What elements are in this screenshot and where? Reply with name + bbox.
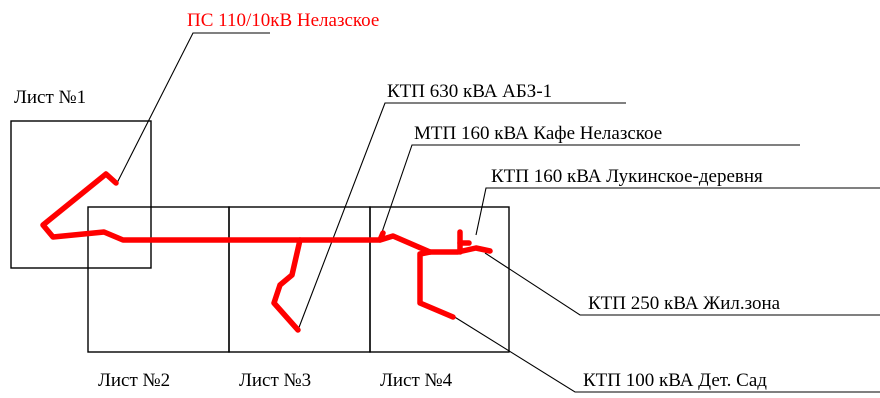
power-line-branch-abz1 xyxy=(271,237,303,333)
leader-substation xyxy=(116,32,270,184)
callout-cafe: МТП 160 кВА Кафе Нелазское xyxy=(414,123,662,144)
sheet-1-label: Лист №1 xyxy=(14,87,86,108)
callout-abz1: КТП 630 кВА АБЗ-1 xyxy=(387,81,552,102)
power-line-branch-detsad xyxy=(417,249,456,320)
leader-lukinskoe xyxy=(475,187,880,236)
sheet-4-label: Лист №4 xyxy=(380,370,453,391)
leader-detsad xyxy=(452,315,880,393)
power-line-branch-cafe xyxy=(377,230,386,243)
sheet-2-frame xyxy=(87,206,230,353)
leader-abz1 xyxy=(297,102,626,331)
leader-zhilzona xyxy=(484,252,880,316)
sheet-1-frame xyxy=(10,120,152,269)
callout-lukinskoe: КТП 160 кВА Лукинское-деревня xyxy=(491,166,763,187)
leader-cafe xyxy=(379,144,800,239)
callout-zhilzona: КТП 250 кВА Жил.зона xyxy=(588,293,781,314)
callout-detsad: КТП 100 кВА Дет. Сад xyxy=(583,370,767,391)
sheet-2-label: Лист №2 xyxy=(98,370,170,391)
sheet-3-label: Лист №3 xyxy=(239,370,311,391)
sheet-4-frame xyxy=(369,206,510,353)
power-line-main xyxy=(40,171,493,255)
substation-title: ПС 110/10кВ Нелазское xyxy=(187,10,379,31)
